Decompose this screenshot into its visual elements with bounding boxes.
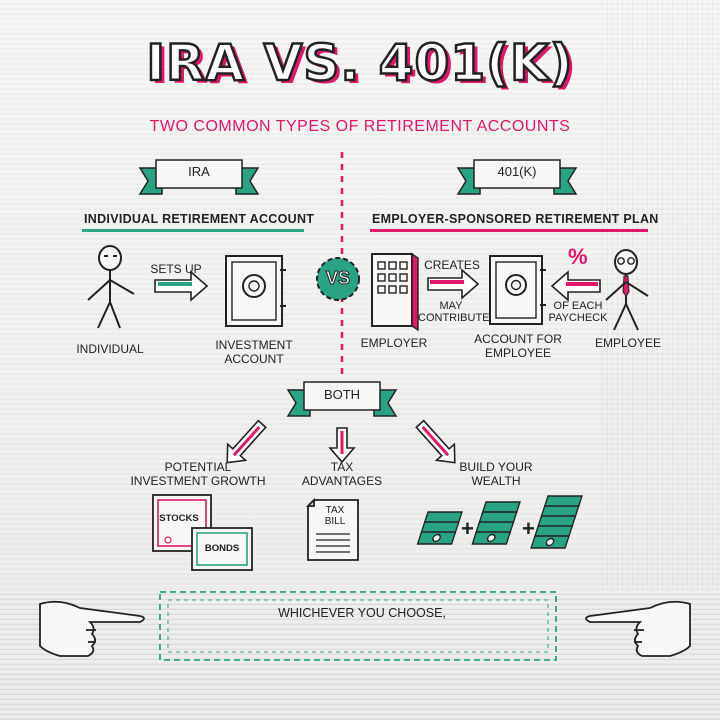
footer-dashed-frame [159, 591, 557, 661]
ira-heading: INDIVIDUAL RETIREMENT ACCOUNT [84, 212, 315, 226]
creates-label: CREATES [424, 258, 480, 272]
money-stack-icon [471, 501, 521, 545]
napkin-embossed-border-bottom [0, 590, 720, 720]
money-stack-icon [416, 511, 463, 545]
napkin-embossed-border-right [602, 0, 720, 590]
percent-sign: % [568, 244, 588, 269]
plus-sign: + [522, 516, 535, 541]
arrow-right-icon [154, 270, 209, 302]
both-banner-label: BOTH [323, 387, 361, 402]
page-subtitle: TWO COMMON TYPES OF RETIREMENT ACCOUNTS [149, 118, 571, 135]
bonds-certificate-icon [191, 527, 253, 571]
pointing-hand-icon [585, 600, 691, 657]
401k-heading-underline [370, 229, 648, 232]
vs-badge [316, 257, 360, 301]
tax-bill-icon [305, 497, 359, 561]
ira-banner-label: IRA [188, 164, 210, 179]
bonds-label: BONDS [204, 543, 240, 554]
arrow-left-icon [550, 270, 601, 302]
pointing-hand-icon [39, 600, 145, 657]
vs-label: VS [325, 268, 350, 289]
employer-label: EMPLOYER [360, 336, 428, 350]
stocks-label: STOCKS [159, 513, 199, 524]
ira-heading-underline [82, 229, 304, 232]
sets-up-label: SETS UP [150, 262, 202, 276]
building-icon [371, 252, 419, 332]
money-stack-icon [530, 495, 583, 549]
arrow-down-icon [328, 427, 356, 464]
individual-label: INDIVIDUAL [76, 342, 144, 356]
safe-icon [489, 255, 546, 325]
ribbon-banner-icon [138, 159, 260, 195]
401k-heading: EMPLOYER-SPONSORED RETIREMENT PLAN [372, 212, 659, 226]
401k-banner-label: 401(K) [497, 164, 537, 179]
footer-caption: WHICHEVER YOU CHOOSE, [278, 606, 446, 620]
page-title: IRA VS. 401(K) [145, 33, 574, 94]
stick-figure-icon [87, 245, 135, 329]
arrow-right-icon [427, 268, 480, 300]
ribbon-banner-icon [456, 159, 578, 195]
plus-sign: + [461, 516, 474, 541]
arrow-down-left-icon [226, 419, 267, 464]
stick-figure-icon [605, 249, 649, 331]
arrow-down-right-icon [415, 419, 456, 464]
employee-label: EMPLOYEE [594, 336, 662, 350]
safe-icon [225, 255, 286, 327]
ribbon-banner-icon [286, 381, 398, 417]
